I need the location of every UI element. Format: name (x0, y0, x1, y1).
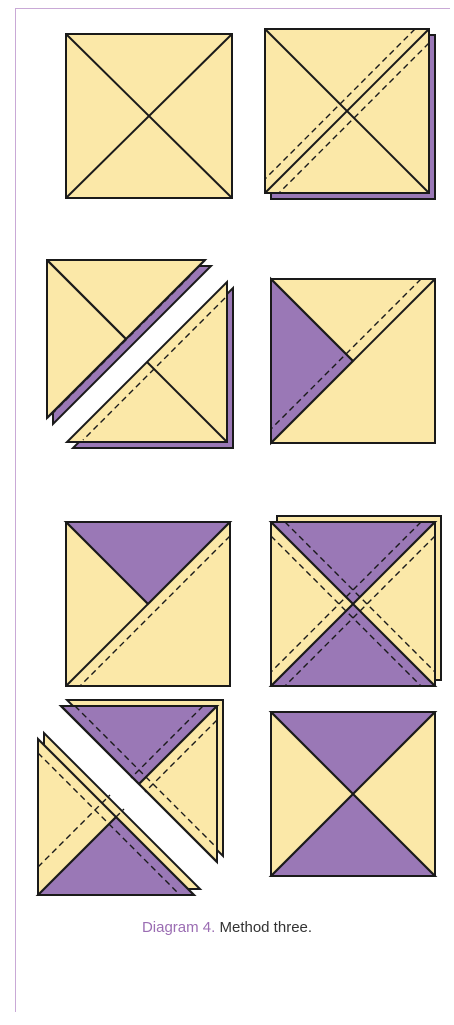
step6-layered-units-stitched (271, 516, 441, 686)
step2-layered-squares-stitched (265, 29, 435, 199)
step1-square-marked-x (66, 34, 232, 198)
caption-label: Diagram 4. (142, 919, 215, 936)
step3-cut-triangles (47, 260, 233, 448)
caption-text: Method three. (219, 919, 312, 936)
step8-finished-block (271, 712, 435, 876)
diagram-caption: Diagram 4. Method three. (0, 919, 454, 936)
step7-cut-triangles (38, 700, 223, 895)
step4-pressed-unit (271, 279, 435, 443)
step5-marked-unit (66, 522, 230, 686)
